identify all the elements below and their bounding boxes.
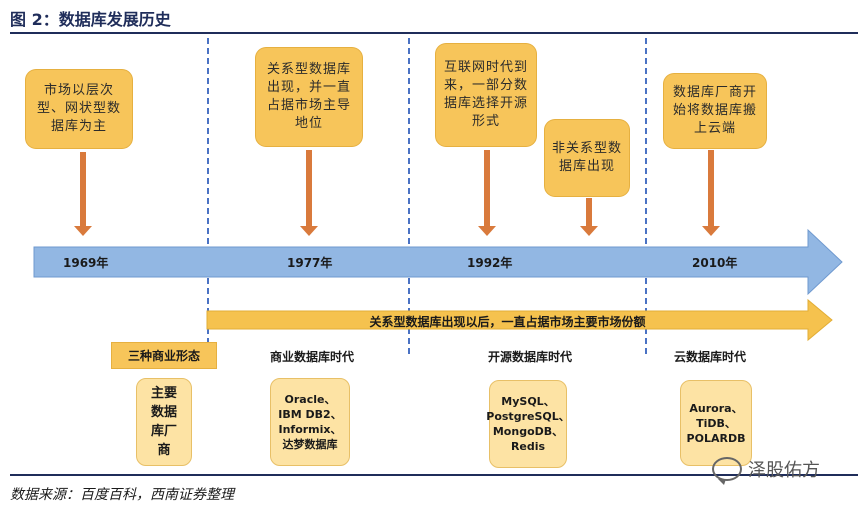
era-label-opensource: 开源数据库时代 xyxy=(488,350,573,364)
era-label-commercial: 商业数据库时代 xyxy=(270,350,355,364)
commercial-vendors-box: Oracle、IBM DB2、Informix、达梦数据库 xyxy=(270,378,350,466)
event-text-1992: 互联网时代到来，一部分数据库选择开源形式 xyxy=(443,60,528,129)
event-text-2010: 数据库厂商开始将数据库搬上云端 xyxy=(672,85,757,136)
year-1992: 1992年 xyxy=(467,256,513,270)
timeline-arrow xyxy=(33,228,843,296)
arrow-down-1992 xyxy=(478,150,496,236)
era-divider-3 xyxy=(645,38,647,354)
era-divider-2 xyxy=(408,38,410,354)
event-text-1977: 关系型数据库出现，并一直占据市场主导地位 xyxy=(266,62,351,131)
main-vendors-text: 主要数据库厂商 xyxy=(150,386,177,458)
year-1977: 1977年 xyxy=(287,256,333,270)
bottom-rule xyxy=(10,474,858,476)
market-share-banner: 关系型数据库出现以后，一直占据市场主要市场份额 xyxy=(369,315,646,329)
arrow-down-nosql xyxy=(580,198,598,236)
arrow-down-1977 xyxy=(300,150,318,236)
figure-title: 图 2：数据库发展历史 xyxy=(10,10,171,29)
event-box-1977: 关系型数据库出现，并一直占据市场主导地位 xyxy=(256,48,362,146)
event-text-1969: 市场以层次型、网状型数据库为主 xyxy=(36,83,121,134)
opensource-vendors-text: MySQL、PostgreSQL、MongoDB、Redis xyxy=(486,395,570,453)
wechat-icon xyxy=(712,457,742,485)
event-box-1969: 市场以层次型、网状型数据库为主 xyxy=(26,70,132,148)
year-1969: 1969年 xyxy=(63,256,109,270)
cloud-vendors-text: Aurora、TiDB、POLARDB xyxy=(686,401,746,445)
event-text-nosql: 非关系型数据库出现 xyxy=(551,141,622,174)
source-note: 数据来源：百度百科，西南证券整理 xyxy=(10,487,234,503)
commercial-vendors-text: Oracle、IBM DB2、Informix、达梦数据库 xyxy=(278,393,342,451)
top-rule xyxy=(10,32,858,34)
event-box-1992: 互联网时代到来，一部分数据库选择开源形式 xyxy=(436,44,536,146)
era-label-cloud: 云数据库时代 xyxy=(674,350,747,364)
event-box-2010: 数据库厂商开始将数据库搬上云端 xyxy=(664,74,766,148)
watermark: 泽股佑方 xyxy=(712,456,820,485)
era-divider-1 xyxy=(207,38,209,354)
main-vendors-box: 主要数据库厂商 xyxy=(136,378,192,466)
arrow-down-1969 xyxy=(74,152,92,236)
watermark-text: 泽股佑方 xyxy=(748,460,820,481)
business-forms-tag: 三种商业形态 xyxy=(112,343,216,368)
market-share-arrow xyxy=(206,298,833,342)
cloud-vendors-box: Aurora、TiDB、POLARDB xyxy=(680,380,752,466)
opensource-vendors-box: MySQL、PostgreSQL、MongoDB、Redis xyxy=(486,380,570,468)
arrow-down-2010 xyxy=(702,150,720,236)
event-box-nosql: 非关系型数据库出现 xyxy=(545,120,629,196)
year-2010: 2010年 xyxy=(692,256,738,270)
